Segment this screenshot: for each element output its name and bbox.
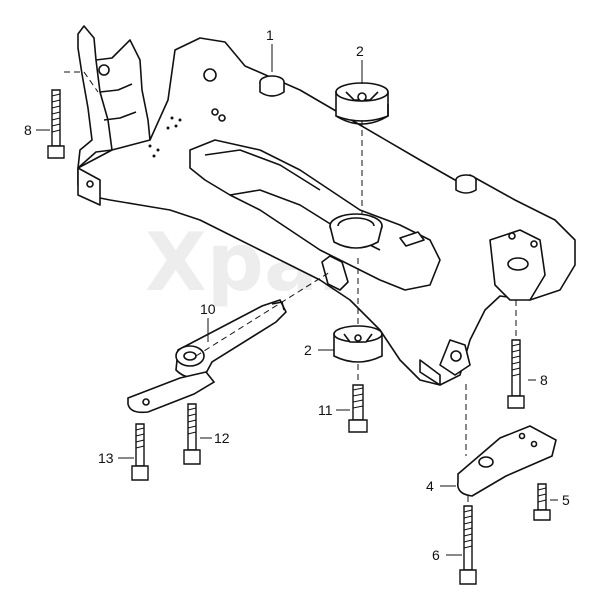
- bolt-6: [459, 505, 477, 585]
- mount-bush-lower: [333, 325, 383, 363]
- mount-bush-upper: [335, 82, 389, 125]
- bolt-8-left: [47, 89, 65, 159]
- callout-8-left: 8: [24, 122, 32, 138]
- torque-rod: [175, 299, 287, 379]
- callout-4: 4: [426, 478, 434, 494]
- bracket-lower-left: [127, 371, 216, 414]
- bolt-12: [183, 403, 201, 465]
- callout-8-right: 8: [540, 372, 548, 388]
- bracket-lower-right: [456, 425, 557, 497]
- guide-lines: [64, 71, 517, 506]
- callout-10: 10: [200, 301, 216, 317]
- bolt-8-right: [507, 339, 525, 409]
- callout-2-lower: 2: [304, 342, 312, 358]
- bolt-11: [348, 384, 368, 433]
- subframe: [77, 25, 576, 386]
- bolt-13: [131, 423, 149, 481]
- callout-12: 12: [214, 430, 230, 446]
- bolt-5: [533, 483, 551, 521]
- callout-13: 13: [98, 450, 114, 466]
- bolts: [47, 89, 551, 585]
- callout-2-upper: 2: [356, 43, 364, 59]
- callout-5: 5: [562, 492, 570, 508]
- callout-1: 1: [266, 27, 274, 43]
- callout-6: 6: [432, 547, 440, 563]
- callout-11: 11: [318, 402, 333, 418]
- callout-labels: 1 2 2 4 5 6 8 8 10 11 12 13: [24, 27, 570, 563]
- leader-lines: [36, 44, 558, 556]
